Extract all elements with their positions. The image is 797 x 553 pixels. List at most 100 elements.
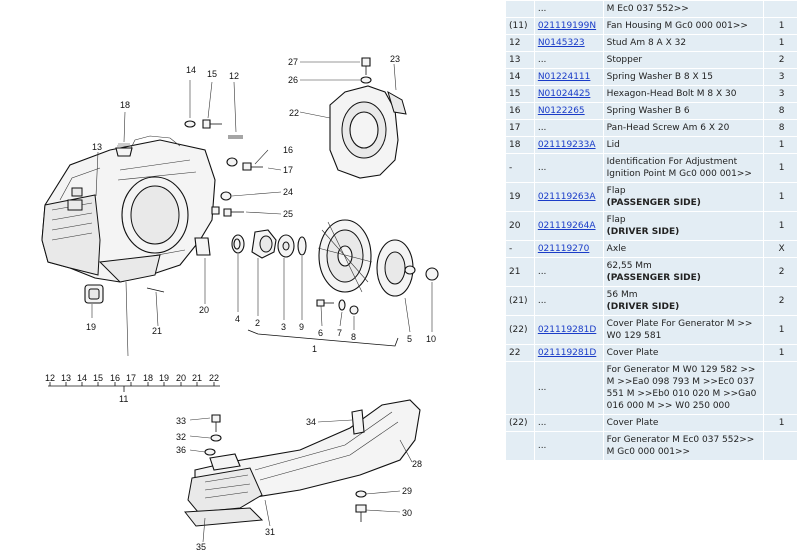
part-number-cell: 021119199N — [534, 18, 603, 34]
ruler-label-18: 18 — [143, 373, 153, 383]
callout-33: 33 — [176, 416, 186, 426]
callout-26: 26 — [288, 75, 298, 85]
callout-15: 15 — [207, 69, 217, 79]
description-text: Fan Housing M Gc0 000 001>> — [606, 21, 748, 31]
callout-6: 6 — [318, 328, 323, 338]
description-cell: Fan Housing M Gc0 000 001>> — [603, 18, 764, 34]
callout-17: 17 — [283, 165, 293, 175]
table-row: ...For Generator M Ec0 037 552>> M Gc0 0… — [506, 432, 797, 460]
description-text: M Ec0 037 552>> — [606, 4, 689, 14]
part-number-cell: ... — [534, 362, 603, 414]
callout-3: 3 — [281, 322, 286, 332]
description-cell: Stud Am 8 A X 32 — [603, 35, 764, 51]
side-note: (PASSENGER SIDE) — [606, 198, 701, 208]
position-cell: 19 — [506, 183, 534, 211]
quantity-cell — [764, 362, 797, 414]
callout-36: 36 — [176, 445, 186, 455]
part-number-text: ... — [537, 163, 547, 173]
position-cell: 18 — [506, 137, 534, 153]
ruler-label-19: 19 — [159, 373, 169, 383]
ruler-label-13: 13 — [61, 373, 71, 383]
position-cell: - — [506, 241, 534, 257]
quantity-cell: 1 — [764, 137, 797, 153]
part-number-link[interactable]: 021119281D — [537, 325, 597, 335]
quantity-cell: 1 — [764, 415, 797, 431]
quantity-cell: 1 — [764, 316, 797, 344]
table-row: (21)...56 Mm(DRIVER SIDE)2 — [506, 287, 797, 315]
description-text: For Generator M Ec0 037 552>> M Gc0 000 … — [606, 435, 755, 457]
quantity-cell: 8 — [764, 120, 797, 136]
ruler-label-12: 12 — [45, 373, 55, 383]
callout-12: 12 — [229, 71, 239, 81]
position-cell: 20 — [506, 212, 534, 240]
callout-30: 30 — [402, 508, 412, 518]
part-number-cell: ... — [534, 258, 603, 286]
description-cell: Spring Washer B 8 X 15 — [603, 69, 764, 85]
callout-27: 27 — [288, 57, 298, 67]
table-row: ... For Generator M W0 129 582 >> M >>Ea0… — [506, 362, 797, 414]
callout-20: 20 — [199, 305, 209, 315]
callout-5: 5 — [407, 334, 412, 344]
part-number-link[interactable]: 021119263A — [537, 192, 596, 202]
part-number-text: ... — [537, 418, 547, 428]
quantity-cell: 1 — [764, 345, 797, 361]
callout-25: 25 — [283, 209, 293, 219]
callout-7: 7 — [337, 328, 342, 338]
description-text: Cover Plate For Generator M >> W0 129 58… — [606, 319, 753, 341]
ruler-label-17: 17 — [126, 373, 136, 383]
ruler-label-14: 14 — [77, 373, 87, 383]
quantity-cell — [764, 1, 797, 17]
part-number-link[interactable]: N01024425 — [537, 89, 591, 99]
description-text: Flap — [606, 186, 626, 196]
part-number-link[interactable]: N0122265 — [537, 106, 585, 116]
callout-18: 18 — [120, 100, 130, 110]
description-text: Cover Plate — [606, 418, 659, 428]
part-number-text: ... — [537, 123, 547, 133]
part-number-cell: ... — [534, 52, 603, 68]
position-cell: 21 — [506, 258, 534, 286]
part-number-link[interactable]: N01224111 — [537, 72, 591, 82]
part-number-link[interactable]: 021119264A — [537, 221, 596, 231]
callout-14: 14 — [186, 65, 196, 75]
fan-housing-drawing — [41, 135, 216, 304]
part-number-cell: 021119281D — [534, 316, 603, 344]
part-number-link[interactable]: 021119270 — [537, 244, 590, 254]
callout-31: 31 — [265, 527, 275, 537]
ruler-11 — [48, 382, 220, 392]
callout-28: 28 — [412, 459, 422, 469]
position-cell — [506, 432, 534, 460]
quantity-cell: 1 — [764, 154, 797, 182]
quantity-cell: 1 — [764, 18, 797, 34]
description-text: Axle — [606, 244, 627, 254]
part-number-link[interactable]: 021119199N — [537, 21, 597, 31]
callout-22: 22 — [289, 108, 299, 118]
quantity-cell: 2 — [764, 52, 797, 68]
part-number-cell: N0122265 — [534, 103, 603, 119]
position-cell: 17 — [506, 120, 534, 136]
part-number-text: ... — [537, 267, 547, 277]
position-cell: 12 — [506, 35, 534, 51]
description-text: Stud Am 8 A X 32 — [606, 38, 687, 48]
callout-34: 34 — [306, 417, 316, 427]
quantity-cell: 3 — [764, 69, 797, 85]
table-row: -021119270 Axle X — [506, 241, 797, 257]
part-number-link[interactable]: 021119233A — [537, 140, 596, 150]
part-number-link[interactable]: 021119281D — [537, 348, 597, 358]
part-number-text: ... — [537, 383, 547, 393]
description-cell: Identification For Adjustment Ignition P… — [603, 154, 764, 182]
part-number-cell: N0145323 — [534, 35, 603, 51]
part-number-cell: 021119264A — [534, 212, 603, 240]
part-number-cell: N01224111 — [534, 69, 603, 85]
position-cell: - — [506, 154, 534, 182]
quantity-cell: 2 — [764, 258, 797, 286]
fan-assembly — [231, 219, 439, 347]
quantity-cell: X — [764, 241, 797, 257]
description-text: For Generator M W0 129 582 >> M >>Ea0 09… — [606, 365, 757, 411]
part-number-link[interactable]: N0145323 — [537, 38, 585, 48]
